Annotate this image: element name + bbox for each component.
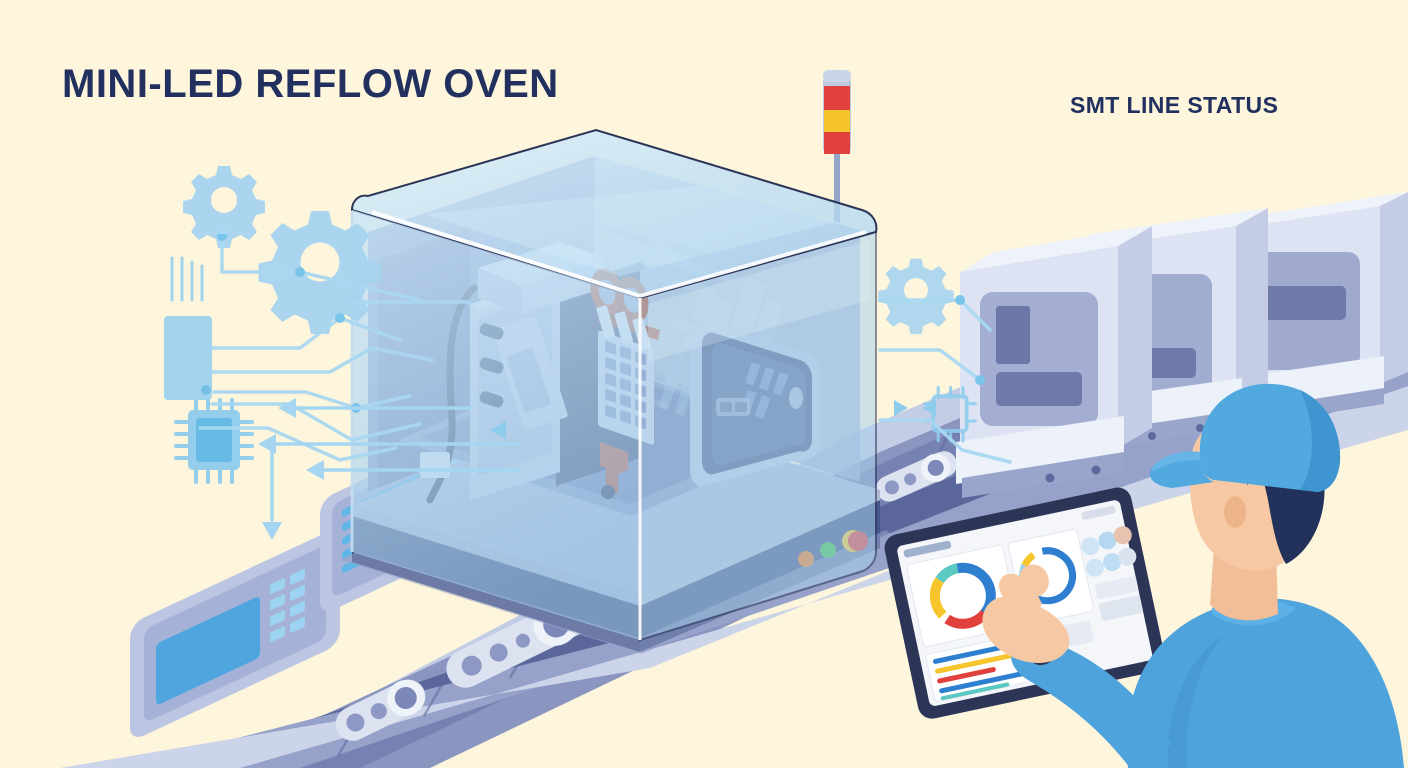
downstream-machines [956,192,1408,498]
glass-enclosure [350,128,878,642]
andon-red-bottom [824,132,850,154]
tech-overlay [164,166,1012,540]
flow-arrow [894,400,936,416]
andon-red-top [824,86,850,110]
connector-block [164,256,212,400]
andon-tower [823,70,851,222]
page-title: MINI-LED REFLOW OVEN [62,62,559,106]
gear-icon [878,258,954,335]
icon-grid [1081,526,1137,577]
flow-arrow [270,406,522,472]
bar-list [932,644,1030,701]
andon-yellow [824,110,850,132]
worker [982,383,1404,768]
smt-line-status-title: SMT LINE STATUS [1070,92,1279,118]
